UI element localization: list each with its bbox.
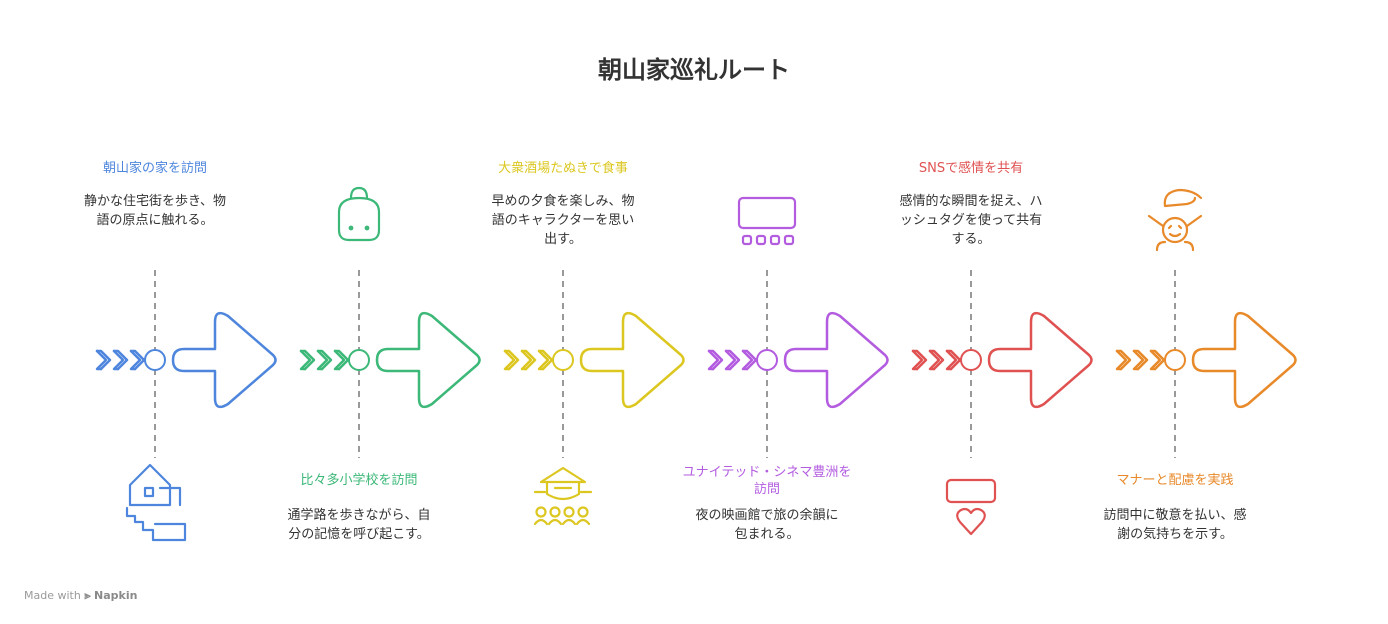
step-5 bbox=[911, 270, 1093, 536]
step-arrow-icon bbox=[783, 311, 889, 409]
step-title: マナーと配慮を実践 bbox=[1116, 473, 1234, 488]
restaurant-gathering-icon bbox=[533, 466, 593, 526]
step-title: SNSで感情を共有 bbox=[918, 161, 1024, 176]
step-2 bbox=[299, 186, 481, 458]
step-title: 朝山家の家を訪問 bbox=[102, 161, 207, 176]
chevron-group-icon bbox=[707, 349, 758, 371]
node-circle bbox=[960, 349, 982, 371]
step-description: 訪問中に敬意を払い、感謝の気持ちを示す。 bbox=[1103, 508, 1247, 542]
cinema-screen-icon bbox=[737, 196, 797, 246]
step-title: 比々多小学校を訪問 bbox=[300, 473, 418, 488]
node-circle bbox=[144, 349, 166, 371]
step-arrow-icon bbox=[171, 311, 277, 409]
chevron-group-icon bbox=[1115, 349, 1166, 371]
step-description: 静かな住宅街を歩き、物語の原点に触れる。 bbox=[83, 194, 227, 228]
footer: Made with ⪢ Napkin bbox=[24, 589, 137, 603]
step-3 bbox=[503, 270, 685, 526]
step-description: 通学路を歩きながら、自分の記憶を呼び起こす。 bbox=[287, 508, 431, 542]
napkin-logo-icon: ⪢ bbox=[84, 589, 91, 602]
footer-made-with: Made with bbox=[24, 589, 81, 602]
chevron-group-icon bbox=[911, 349, 962, 371]
node-circle bbox=[348, 349, 370, 371]
step-arrow-icon bbox=[579, 311, 685, 409]
step-arrow-icon bbox=[375, 311, 481, 409]
chevron-group-icon bbox=[503, 349, 554, 371]
step-arrow-icon bbox=[987, 311, 1093, 409]
node-circle bbox=[1164, 349, 1186, 371]
chevron-group-icon bbox=[299, 349, 350, 371]
step-title: 大衆酒場たぬきで食事 bbox=[498, 161, 628, 176]
footer-brand: Napkin bbox=[94, 589, 138, 602]
school-bag-icon bbox=[337, 186, 381, 242]
step-6 bbox=[1115, 188, 1297, 458]
step-description: 感情的な瞬間を捉え、ハッシュタグを使って共有する。 bbox=[899, 194, 1043, 247]
step-1 bbox=[95, 270, 277, 542]
page-title: 朝山家巡礼ルート bbox=[598, 56, 790, 84]
step-description: 夜の映画館で旅の余韻に包まれる。 bbox=[695, 508, 839, 542]
house-icon bbox=[125, 463, 187, 542]
step-arrow-icon bbox=[1191, 311, 1297, 409]
node-circle bbox=[552, 349, 574, 371]
step-4 bbox=[707, 196, 889, 458]
caring-hand-icon bbox=[1147, 188, 1203, 252]
node-circle bbox=[756, 349, 778, 371]
chevron-group-icon bbox=[95, 349, 146, 371]
step-title: ユナイテッド・シネマ豊洲を訪問 bbox=[682, 465, 852, 497]
step-description: 早めの夕食を楽しみ、物語のキャラクターを思い出す。 bbox=[491, 194, 635, 247]
chat-heart-icon bbox=[945, 478, 997, 536]
